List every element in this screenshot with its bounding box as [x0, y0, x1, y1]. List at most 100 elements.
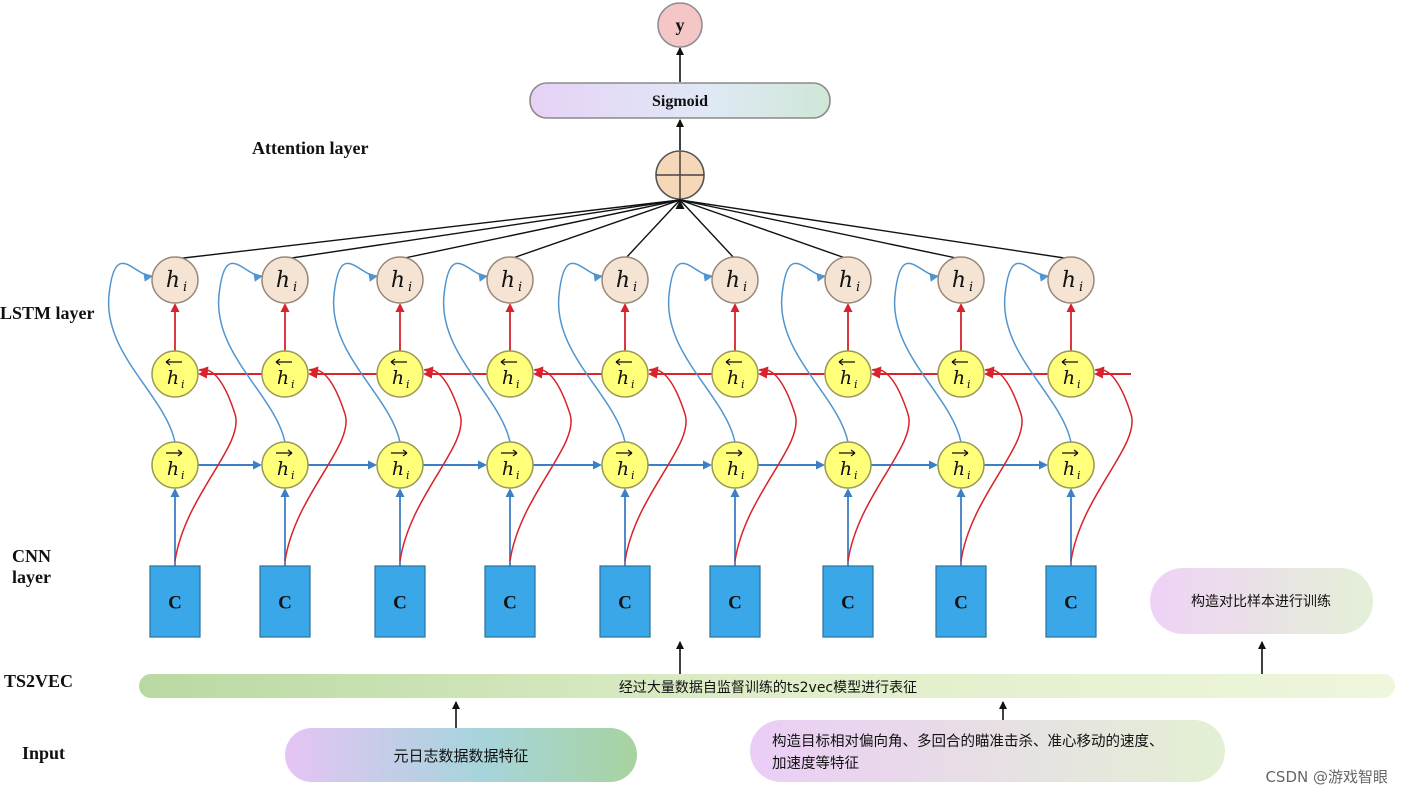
cnn-cell-label-1: C	[168, 593, 182, 614]
attention-line-5	[624, 199, 681, 260]
forward-node-2	[261, 441, 309, 489]
forward-node-sub-8: i	[967, 469, 971, 482]
cnn-to-forward-arrowhead-2	[280, 488, 290, 497]
backward-to-hidden-arrowhead-9	[1066, 303, 1076, 312]
cnn-to-backward-curve-5	[624, 368, 687, 562]
cnn-cell-label-7: C	[841, 593, 855, 614]
hidden-node-6	[711, 256, 759, 304]
hidden-node-sub-7: i	[856, 280, 860, 295]
backward-to-hidden-arrowhead-6	[730, 303, 740, 312]
backward-node-4	[486, 350, 534, 398]
hidden-node-label-5: h	[616, 268, 630, 293]
cnn-to-backward-curve-6	[734, 368, 797, 562]
backward-to-hidden-arrowhead-2	[280, 303, 290, 312]
ts2vec-bar-text: 经过大量数据自监督训练的ts2vec模型进行表征	[619, 680, 917, 696]
backward-node-sub-5: i	[631, 378, 635, 391]
cnn-cell-label-2: C	[278, 593, 292, 614]
forward-arrow-icon-4	[501, 449, 518, 457]
cnn-cell-7	[822, 565, 874, 638]
cnn-cell-label-8: C	[954, 593, 968, 614]
forward-arrow-icon-1	[166, 449, 183, 457]
forward-to-hidden-curve-2	[217, 262, 286, 443]
forward-node-label-1: h	[167, 458, 179, 480]
forward-to-hidden-curve-6	[667, 262, 736, 443]
input-label: Input	[22, 743, 66, 763]
forward-link-arrowhead-3	[478, 460, 487, 470]
hidden-node-9	[1047, 256, 1095, 304]
input-right-text-line1: 构造目标相对偏向角、多回合的瞄准击杀、准心移动的速度、	[772, 733, 1164, 750]
forward-to-hidden-arrowhead-1	[143, 272, 153, 282]
cnn-cell-label-5: C	[618, 593, 632, 614]
backward-node-8	[937, 350, 985, 398]
cnn-to-backward-arrowhead-8	[985, 366, 995, 376]
backward-node-label-8: h	[953, 367, 965, 389]
forward-node-label-7: h	[840, 458, 852, 480]
cnn-cell-label-4: C	[503, 593, 517, 614]
backward-node-sub-2: i	[291, 378, 295, 391]
attention-sum-node	[655, 150, 705, 200]
hidden-node-2	[261, 256, 309, 304]
cnn-to-backward-curve-8	[960, 368, 1023, 562]
hidden-node-sub-4: i	[518, 280, 522, 295]
forward-arrow-icon-3	[391, 449, 408, 457]
forward-to-hidden-curve-5	[557, 262, 626, 443]
hidden-node-5	[601, 256, 649, 304]
forward-node-9	[1047, 441, 1095, 489]
watermark: CSDN @游戏智眼	[1265, 768, 1388, 786]
forward-node-label-4: h	[502, 458, 514, 480]
forward-to-hidden-arrowhead-2	[253, 272, 263, 282]
backward-to-hidden-arrowhead-5	[620, 303, 630, 312]
forward-to-hidden-arrowhead-6	[703, 272, 713, 282]
contrastive-box	[1150, 568, 1373, 634]
forward-to-hidden-curve-1	[107, 262, 176, 443]
backward-to-hidden-arrowhead-8	[956, 303, 966, 312]
cnn-to-forward-arrowhead-4	[505, 488, 515, 497]
input-right-box	[750, 720, 1225, 782]
forward-to-hidden-arrowhead-9	[1039, 272, 1049, 282]
cnn-cell-3	[374, 565, 426, 638]
forward-node-7	[824, 441, 872, 489]
forward-arrow-icon-2	[276, 449, 293, 457]
sigmoid-label: Sigmoid	[652, 93, 708, 110]
backward-node-label-1: h	[167, 367, 179, 389]
forward-node-1	[151, 441, 199, 489]
forward-link-arrowhead-1	[253, 460, 262, 470]
forward-arrow-icon-7	[839, 449, 856, 457]
backward-node-label-7: h	[840, 367, 852, 389]
backward-node-sub-4: i	[516, 378, 520, 391]
backward-node-label-3: h	[392, 367, 404, 389]
backward-arrow-icon-8	[951, 358, 968, 366]
forward-node-8	[937, 441, 985, 489]
forward-to-hidden-curve-9	[1003, 262, 1072, 443]
hidden-node-label-2: h	[276, 268, 290, 293]
cnn-cell-9	[1045, 565, 1097, 638]
backward-arrow-icon-5	[615, 358, 632, 366]
cnn-to-forward-arrowhead-1	[170, 488, 180, 497]
backward-arrow-icon-2	[275, 358, 292, 366]
hidden-node-4	[486, 256, 534, 304]
cnn-to-backward-curve-7	[847, 368, 910, 562]
backward-node-label-9: h	[1063, 367, 1075, 389]
backward-arrow-icon-7	[838, 358, 855, 366]
cnn-cell-label-6: C	[728, 593, 742, 614]
hidden-node-label-3: h	[391, 268, 405, 293]
hidden-node-label-6: h	[726, 268, 740, 293]
backward-node-5	[601, 350, 649, 398]
forward-to-hidden-arrowhead-4	[478, 272, 488, 282]
hidden-node-sub-9: i	[1079, 280, 1083, 295]
backward-to-hidden-arrowhead-3	[395, 303, 405, 312]
forward-arrow-icon-8	[952, 449, 969, 457]
forward-to-hidden-arrowhead-8	[929, 272, 939, 282]
cnn-to-backward-curve-2	[284, 368, 347, 562]
backward-node-7	[824, 350, 872, 398]
ts2vec-label: TS2VEC	[4, 671, 74, 691]
cnn-to-backward-arrowhead-9	[1095, 366, 1105, 376]
cnn-to-backward-arrowhead-2	[309, 366, 319, 376]
cnn-to-backward-arrowhead-1	[199, 366, 209, 376]
cnn-cell-6	[709, 565, 761, 638]
hidden-node-label-9: h	[1062, 268, 1076, 293]
cnn-to-backward-arrowhead-6	[759, 366, 769, 376]
cnn-to-backward-arrowhead-4	[534, 366, 544, 376]
input-right-text-line2: 加速度等特征	[772, 754, 859, 772]
hidden-node-3	[376, 256, 424, 304]
